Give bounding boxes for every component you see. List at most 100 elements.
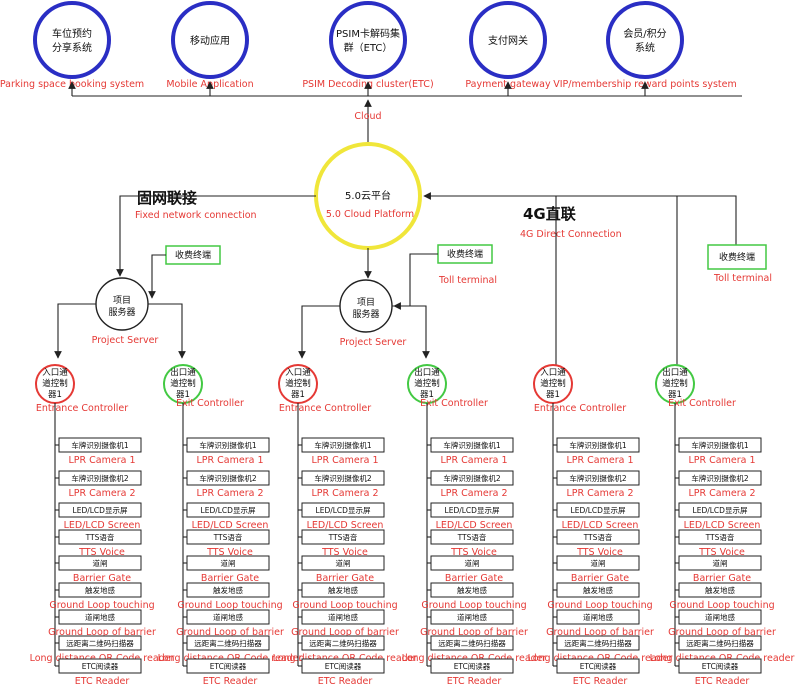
- site-group-1: 项目 服务器 Project Server 收费终端: [54, 245, 221, 359]
- device-box: [58, 470, 142, 486]
- device-en-label: ETC Reader: [75, 676, 130, 687]
- controller-cn-label: 出口通: [414, 367, 440, 378]
- device-cn-label: 远距离二维码扫描器: [564, 638, 632, 648]
- server-en-2: Project Server: [340, 337, 407, 348]
- device-en-label: LPR Camera 1: [312, 455, 379, 466]
- device-en-label: Ground Loop of barrier: [420, 627, 528, 638]
- device-cn-label: 车牌识别摄像机2: [314, 473, 371, 483]
- device-box: [556, 502, 640, 518]
- service-cn-label: 车位预约: [52, 27, 92, 40]
- device-box: [301, 658, 385, 674]
- device-en-label: ETC Reader: [695, 676, 750, 687]
- toll-en-2: Toll terminal: [438, 275, 497, 286]
- controller-en-label: Exit Controller: [668, 398, 736, 409]
- device-en-label: LED/LCD Screen: [684, 520, 761, 531]
- device-cn-label: 触发地感: [705, 585, 735, 595]
- controller-cn-label: 道控制: [170, 378, 196, 389]
- toll-terminal-3: [707, 244, 767, 270]
- controller-cn-label: 道控制: [42, 378, 68, 389]
- device-en-label: Ground Loop touching: [547, 600, 652, 611]
- device-en-label: LPR Camera 1: [689, 455, 756, 466]
- device-en-label: TTS Voice: [78, 547, 125, 558]
- device-box: [58, 502, 142, 518]
- device-en-label: LED/LCD Screen: [307, 520, 384, 531]
- device-en-label: Barrier Gate: [571, 573, 629, 584]
- device-cn-label: 车牌识别摄像机1: [314, 440, 371, 450]
- device-box: [556, 529, 640, 545]
- device-box: [430, 470, 514, 486]
- device-box: [430, 529, 514, 545]
- device-cn-label: 道闸地感: [583, 612, 613, 622]
- device-box: [556, 609, 640, 625]
- device-cn-label: 车牌识别摄像机2: [71, 473, 128, 483]
- device-box: [301, 529, 385, 545]
- device-box: [556, 437, 640, 453]
- device-cn-label: 触发地感: [457, 585, 487, 595]
- service-ring: [33, 1, 111, 79]
- device-en-label: LPR Camera 2: [69, 488, 136, 499]
- toll-cn-2: 收费终端: [447, 248, 483, 260]
- device-box: [58, 582, 142, 598]
- device-en-label: Barrier Gate: [201, 573, 259, 584]
- device-box: [186, 470, 270, 486]
- device-cn-label: 车牌识别摄像机2: [199, 473, 256, 483]
- cloud-label: Cloud: [354, 111, 381, 122]
- device-en-label: LPR Camera 1: [441, 455, 508, 466]
- device-en-label: Ground Loop of barrier: [546, 627, 654, 638]
- platform-links: [116, 192, 737, 367]
- device-box: [186, 658, 270, 674]
- device-cn-label: 道闸: [336, 558, 351, 568]
- device-cn-label: 道闸: [465, 558, 480, 568]
- device-cn-label: 道闸地感: [328, 612, 358, 622]
- device-cn-label: 道闸: [221, 558, 236, 568]
- cloud-bus: Cloud: [68, 81, 742, 143]
- device-en-label: Barrier Gate: [316, 573, 374, 584]
- device-cn-label: 道闸: [713, 558, 728, 568]
- device-cn-label: 远距离二维码扫描器: [686, 638, 754, 648]
- controller-cn-label: 入口通: [540, 367, 566, 378]
- device-box: [430, 502, 514, 518]
- platform-cn: 5.0云平台: [345, 189, 391, 202]
- device-cn-label: 道闸: [93, 558, 108, 568]
- service-ring: [329, 1, 407, 79]
- controller-cn-label: 道控制: [285, 378, 311, 389]
- device-box: [678, 555, 762, 571]
- device-cn-label: TTS语音: [457, 532, 487, 542]
- device-box: [58, 609, 142, 625]
- device-en-label: ETC Reader: [447, 676, 502, 687]
- controller-en-label: Entrance Controller: [534, 403, 626, 414]
- device-en-label: Barrier Gate: [73, 573, 131, 584]
- device-box: [58, 437, 142, 453]
- device-box: [430, 555, 514, 571]
- device-box: [186, 502, 270, 518]
- device-en-label: LPR Camera 2: [441, 488, 508, 499]
- device-cn-label: 触发地感: [328, 585, 358, 595]
- controller-en-label: Exit Controller: [420, 398, 488, 409]
- device-cn-label: LED/LCD显示屏: [693, 506, 748, 515]
- device-cn-label: 车牌识别摄像机2: [569, 473, 626, 483]
- toll-cn-3: 收费终端: [719, 251, 755, 263]
- server-en-1: Project Server: [92, 335, 159, 346]
- device-cn-label: 道闸: [591, 558, 606, 568]
- device-en-label: LED/LCD Screen: [192, 520, 269, 531]
- device-box: [678, 658, 762, 674]
- platform-en: 5.0 Cloud Platform: [326, 209, 414, 220]
- device-en-label: Ground Loop touching: [421, 600, 526, 611]
- device-en-label: LPR Camera 2: [689, 488, 756, 499]
- server-label-1a: 项目: [113, 295, 131, 306]
- device-box: [186, 529, 270, 545]
- controller-cn-label: 器1: [48, 390, 62, 400]
- cloud-platform: 5.0云平台 5.0 Cloud Platform: [314, 142, 422, 250]
- service-cn-label: 群（ETC）: [344, 41, 393, 54]
- controller-cn-label: 器1: [668, 390, 682, 400]
- site-group-3: 收费终端 Toll terminal: [707, 244, 772, 284]
- direct-4g-cn: 4G直联: [523, 205, 577, 223]
- controller-cn-label: 入口通: [42, 367, 68, 378]
- device-en-label: Ground Loop touching: [49, 600, 154, 611]
